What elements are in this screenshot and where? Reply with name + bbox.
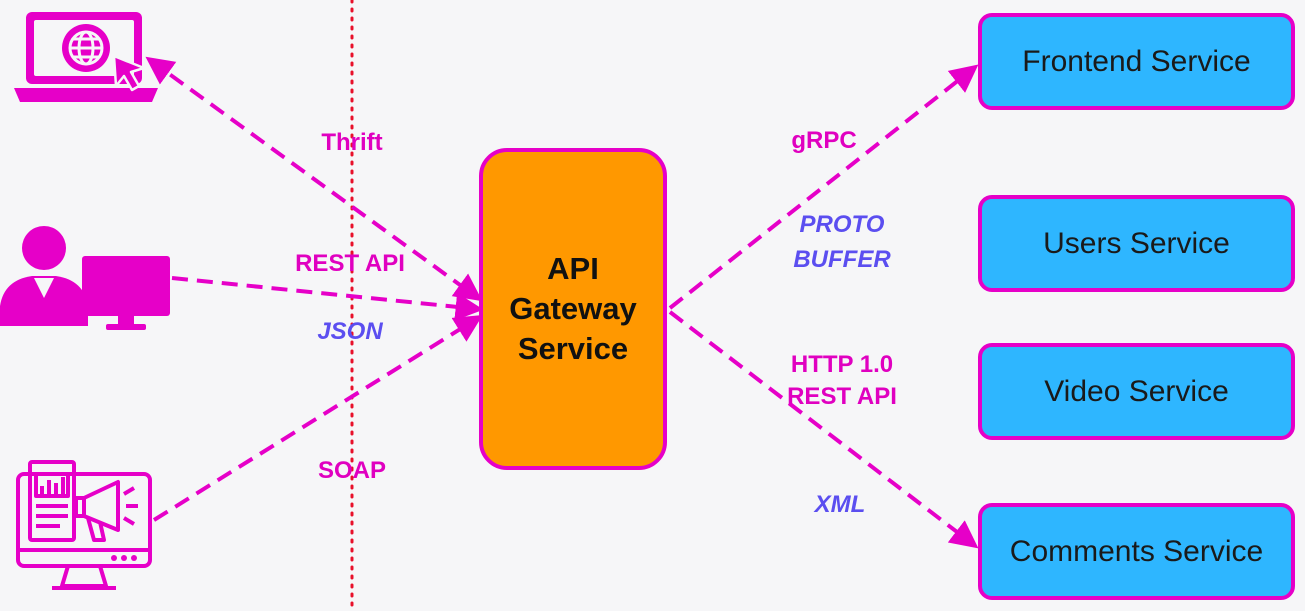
users-service-box: Users Service <box>978 195 1295 292</box>
user-desktop-icon <box>0 226 170 330</box>
format-label-buffer: BUFFER <box>793 246 891 273</box>
arrow-soap-marketing <box>152 315 483 522</box>
protocol-label-rest-api-left: REST API <box>295 250 405 277</box>
comments-service-box: Comments Service <box>978 503 1295 600</box>
protocol-label-soap: SOAP <box>317 457 387 484</box>
laptop-globe-icon <box>14 12 158 102</box>
marketing-monitor-icon <box>16 460 152 590</box>
arrow-rest-desktop <box>171 276 484 321</box>
frontend-service-box: Frontend Service <box>978 13 1295 110</box>
gateway-title-line-1: API <box>547 251 599 286</box>
video-service-box: Video Service <box>978 343 1295 440</box>
arrow-thrift-laptop <box>145 56 483 302</box>
arrow-grpc-frontend <box>668 64 979 310</box>
format-label-xml: XML <box>814 491 866 518</box>
protocol-label-rest-api-right: REST API <box>787 383 897 410</box>
gateway-title-line-2: Gateway <box>509 291 637 326</box>
gateway-title-line-3: Service <box>517 331 629 366</box>
arrow-http-comments <box>668 310 979 549</box>
protocol-label-grpc: gRPC <box>791 127 857 154</box>
format-label-json: JSON <box>317 318 383 345</box>
protocol-label-thrift: Thrift <box>321 129 383 156</box>
format-label-proto: PROTO <box>799 211 885 238</box>
protocol-label-http: HTTP 1.0 <box>790 351 894 378</box>
api-gateway-service-box: API Gateway Service <box>479 148 667 470</box>
